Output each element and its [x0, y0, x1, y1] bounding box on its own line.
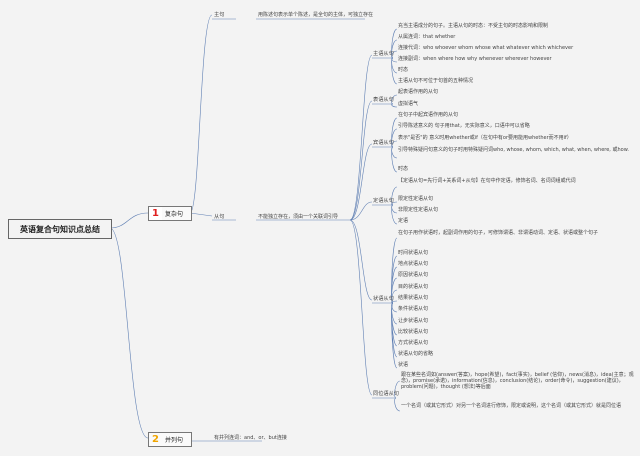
predicative-item: 起表语作用的从句	[398, 89, 439, 95]
compound-description: 有并列连词：and、or、but连接	[214, 435, 287, 441]
adverbial-item: 比较状语从句	[398, 329, 429, 335]
subordinate-clause-label[interactable]: 从句	[214, 214, 225, 220]
adverbial-item: 条件状语从句	[398, 306, 429, 312]
subject-item: 连接副词：when where how why whenever whereve…	[398, 56, 552, 62]
appositive-clause-node[interactable]: 同位语从句	[373, 391, 399, 397]
adverbial-item: 地点状语从句	[398, 261, 429, 267]
predicative-item: 虚拟语气	[398, 101, 419, 107]
attributive-clause-node[interactable]: 定语从句	[373, 198, 394, 204]
attributive-item: 【定语从句=先行词+关系词+从句】在句中作定语，修饰名词、名词词组或代词	[398, 178, 576, 184]
adverbial-item: 让步状语从句	[398, 318, 429, 324]
subject-item: 时态	[398, 67, 409, 73]
adverbial-item: 结果状语从句	[398, 295, 429, 301]
main-clause-description: 用陈述句表示单个陈述，是全句的主体，可独立存在	[258, 12, 374, 18]
adverbial-item: 方式状语从句	[398, 340, 429, 346]
number-two-badge: 2	[152, 434, 159, 445]
subject-clause-node[interactable]: 主语从句	[373, 51, 394, 57]
adverbial-item: 目的状语从句	[398, 284, 429, 290]
subject-item: 从属连词：that whether	[398, 34, 456, 40]
subject-item: 充当主语成分的句子。主语从句的时态：不受主句的时态影响和限制	[398, 23, 549, 29]
object-item: 引导特殊疑问句意义的句子时用特殊疑问词who, whose, whom, whi…	[398, 147, 629, 153]
object-item: 表示"是否"的 意义时用whether或if（在句中有or要用能用whether…	[398, 135, 572, 141]
main-clause-label[interactable]: 主句	[214, 12, 225, 18]
object-clause-node[interactable]: 宾语从句	[373, 140, 394, 146]
branch-label: 复杂句	[165, 211, 184, 218]
adverbial-item: 时间状语从句	[398, 250, 429, 256]
attributive-item: 限定性定语从句	[398, 196, 434, 202]
root-node[interactable]: 英语复合句知识点总结	[8, 219, 112, 239]
object-item: 时态	[398, 166, 409, 172]
subject-item: 连接代词：who whoever whom whose what whateve…	[398, 45, 574, 51]
predicative-clause-node[interactable]: 表语从句	[373, 97, 394, 103]
branch-compound-sentence[interactable]: 2 并列句	[148, 432, 192, 447]
subject-item: 主语从句不可位于句首的五种情况	[398, 78, 474, 84]
adverbial-item: 原因状语从句	[398, 272, 429, 278]
adverbial-item: 状语从句的省略	[398, 351, 434, 357]
adverbial-item: 状语	[398, 362, 409, 368]
object-item: 引导陈述意义的 句子用that，无实际意义，口语中可以省略	[398, 123, 530, 129]
object-item: 在句子中起宾语作用的从句	[398, 112, 459, 118]
attributive-item: 定语	[398, 218, 409, 224]
adverbial-item: 在句子用作状语时，起副词作用的句子，可修饰谓语、非谓语动词、定语、状语或整个句子	[398, 230, 599, 236]
attributive-item: 非限定性定语从句	[398, 207, 439, 213]
appositive-item: 一个名词（或其它形式）对另一个名词进行修饰，限定或说明，这个名词（或其它形式）就…	[401, 403, 622, 409]
subordinate-clause-description: 不能独立存在，须由一个关联词引导	[258, 214, 339, 220]
branch-complex-sentence[interactable]: 1 复杂句	[148, 206, 192, 221]
number-one-badge: 1	[149, 207, 162, 220]
branch-label: 并列句	[165, 437, 184, 444]
adverbial-clause-node[interactable]: 状语从句	[373, 296, 394, 302]
appositive-item: 跟在某些名词如(answer(答案)，hope(希望)，fact(事实)，bel…	[401, 372, 634, 390]
